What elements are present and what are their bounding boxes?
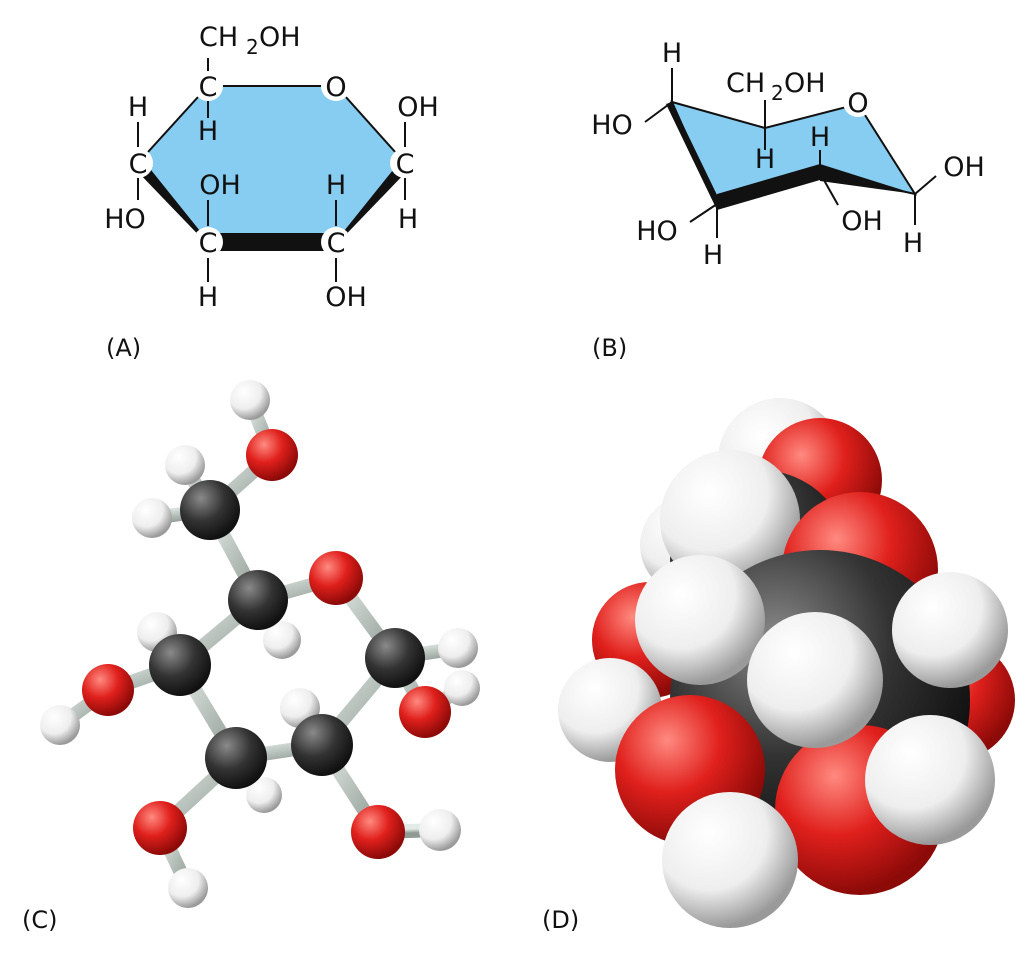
atom-oxygen	[309, 551, 363, 605]
chair-c4-h: H	[662, 38, 682, 69]
atom-hydrogen	[165, 445, 205, 485]
c4-h: H	[128, 92, 148, 123]
c4-ho: HO	[104, 204, 146, 235]
atom-c2: C	[327, 228, 346, 259]
panel-d-space-filling: (D)	[542, 398, 1015, 934]
panel-c-ball-and-stick: (C)	[22, 380, 480, 934]
chair-c3-ho: HO	[636, 216, 678, 247]
caption-d: (D)	[542, 906, 579, 934]
atom-hydrogen	[40, 705, 80, 745]
panel-a-haworth: C O C C C C CH 2 OH H H HO OH H H OH OH …	[104, 22, 439, 362]
chair-o-halo	[843, 87, 873, 117]
group-ch2oh-oh: OH	[259, 22, 301, 53]
atom-hydrogen	[892, 572, 1008, 688]
atom-halos	[123, 71, 420, 257]
chair-ch2oh-oh: OH	[784, 68, 826, 99]
c2-oh: OH	[325, 282, 367, 313]
bold-bond-front	[208, 233, 336, 251]
c2-h: H	[326, 170, 346, 201]
c3-h: H	[198, 282, 218, 313]
atom-carbon	[291, 714, 353, 776]
atom-oxygen	[82, 664, 134, 716]
chair-c2-h: H	[810, 122, 830, 153]
chair-c2-oh: OH	[841, 206, 883, 237]
atom-hydrogen	[419, 809, 461, 851]
atom-c5: C	[199, 72, 218, 103]
atom-hydrogen	[438, 628, 478, 668]
atom-oxygen	[399, 686, 451, 738]
caption-b: (B)	[592, 334, 627, 362]
c1-h: H	[398, 204, 418, 235]
chair-c5-h: H	[755, 144, 775, 175]
atom-c3: C	[199, 228, 218, 259]
atom-c4: C	[129, 149, 148, 180]
c1-oh: OH	[397, 92, 439, 123]
bold-bond-left	[136, 160, 211, 248]
c5-h: H	[198, 116, 218, 147]
chair-substituent-bonds	[644, 68, 937, 238]
atom-c1: C	[396, 149, 415, 180]
atom-carbon	[205, 727, 267, 789]
atom-hydrogen	[635, 555, 765, 685]
panel-b-chair: O H HO CH 2 OH H H OH OH H HO H (B)	[591, 38, 985, 362]
chair-ch2oh-subscript: 2	[771, 81, 784, 105]
atom-carbon	[149, 634, 211, 696]
atom-hydrogen	[246, 777, 282, 813]
caption-a: (A)	[106, 334, 141, 362]
atom-oxygen	[133, 801, 187, 855]
atom-carbon	[365, 628, 425, 688]
chair-ch2oh-ch: CH	[726, 68, 765, 99]
atom-hydrogen	[660, 450, 800, 590]
atom-hydrogen	[230, 380, 270, 420]
group-ch2oh-ch: CH	[199, 22, 238, 53]
atom-oxygen	[246, 429, 298, 481]
atom-hydrogen	[263, 621, 301, 659]
chair-c1-oh: OH	[943, 152, 985, 183]
caption-c: (C)	[22, 906, 57, 934]
chair-ring-oxygen: O	[847, 88, 868, 119]
atom-oxygen	[351, 805, 405, 859]
atom-hydrogen	[865, 715, 995, 845]
atom-hydrogen	[132, 498, 172, 538]
atom-hydrogen	[662, 792, 798, 928]
chair-bold-right	[820, 164, 915, 194]
chair-c1-h: H	[903, 228, 923, 259]
ring-fill	[136, 85, 407, 243]
atom-ring-oxygen: O	[325, 72, 346, 103]
atom-carbon	[228, 570, 288, 630]
chair-bold-left	[666, 102, 717, 210]
chair-c3-h: H	[703, 240, 723, 271]
atom-carbon	[180, 480, 240, 540]
atom-hydrogen	[747, 612, 883, 748]
chair-bold-front	[717, 164, 820, 210]
bold-bond-right	[333, 160, 408, 248]
group-ch2oh-subscript: 2	[246, 35, 259, 59]
atom-hydrogen	[444, 670, 480, 706]
substituent-bonds	[137, 58, 406, 282]
c3-oh: OH	[199, 170, 241, 201]
atom-hydrogen	[168, 868, 208, 908]
chair-c4-ho: HO	[591, 110, 633, 141]
